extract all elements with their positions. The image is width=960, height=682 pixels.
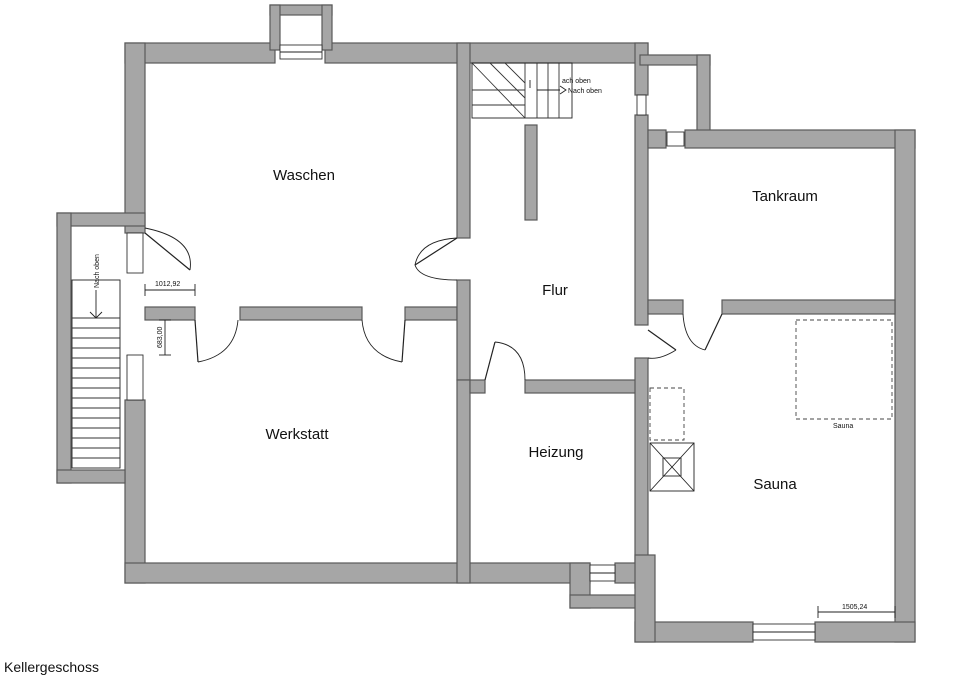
stair-main-label-1: ach oben: [562, 78, 591, 85]
windows: [126, 44, 816, 641]
dim-sauna-label: 1505,24: [842, 604, 867, 611]
wall-werkstatt-flur: [456, 279, 471, 381]
main-stair: [471, 62, 573, 119]
door-heizung: [484, 341, 496, 381]
wall-sauna-left-bottom: [634, 554, 656, 643]
wall-tank-corner: [647, 129, 667, 149]
door-werkstatt-left: [194, 319, 199, 363]
wall-tank-bottom-2: [721, 299, 896, 315]
walls: [56, 4, 916, 643]
room-label-flur: Flur: [542, 282, 568, 299]
door-tankraum: [704, 313, 723, 351]
wall-left-lower: [124, 399, 146, 584]
sauna-cabin-label: Sauna: [833, 423, 853, 430]
sauna-fixtures: [649, 319, 893, 492]
shower-tray: [649, 442, 695, 492]
wall-top-left: [124, 42, 276, 64]
wall-werkstatt-heizung: [456, 379, 471, 584]
room-label-sauna: Sauna: [753, 476, 797, 493]
door-waschen-flur: [414, 237, 458, 266]
wall-mid-2: [239, 306, 363, 321]
sauna-cabin: [795, 319, 893, 420]
shaft-left: [269, 4, 281, 51]
shaft-right: [321, 4, 333, 51]
wall-tank-top: [684, 129, 916, 149]
wall-heizung-top-2: [524, 379, 639, 394]
dim-height-label: 683,00: [157, 326, 164, 348]
window-stair-left: [126, 232, 144, 274]
stair-enclosure-bottom: [56, 469, 126, 484]
door-werkstatt-right: [401, 319, 406, 363]
door-sauna: [647, 329, 677, 351]
stair-enclosure-left: [56, 212, 72, 484]
wall-mid-3: [404, 306, 458, 321]
wall-right-outer: [894, 129, 916, 643]
wall-flur-right-3: [634, 357, 649, 589]
plan-title: Kellergeschoss: [4, 659, 99, 675]
wall-sauna-bottom-2: [814, 621, 916, 643]
dim-width-label: 1012,92: [155, 281, 180, 288]
wall-tank-bottom-1: [647, 299, 684, 315]
stair-outside-label: Nach oben: [94, 254, 101, 288]
shower-area: [649, 387, 685, 441]
stair-main-label-2: Nach oben: [568, 88, 602, 95]
room-label-heizung: Heizung: [528, 444, 583, 461]
wall-mid-1: [144, 306, 196, 321]
door-waschen-left: [144, 232, 191, 271]
wall-top-right: [324, 42, 649, 64]
flur-stub-wall: [524, 124, 538, 221]
room-label-waschen: Waschen: [273, 167, 335, 184]
room-label-werkstatt: Werkstatt: [265, 426, 329, 443]
wall-flur-right-2: [634, 114, 649, 326]
outside-stair: [71, 279, 121, 469]
wall-flur-right-1: [634, 42, 649, 96]
shaft2-right: [696, 54, 711, 141]
wall-bottom-left: [124, 562, 591, 584]
window-tank: [666, 131, 685, 147]
dimension-lines: [144, 284, 896, 618]
wall-waschen-flur: [456, 42, 471, 239]
wall-left-upper: [124, 42, 146, 234]
window-flur-right: [636, 94, 647, 116]
doors: [126, 227, 723, 401]
room-label-tankraum: Tankraum: [752, 188, 818, 205]
wall-heizung-top-1: [469, 379, 486, 394]
